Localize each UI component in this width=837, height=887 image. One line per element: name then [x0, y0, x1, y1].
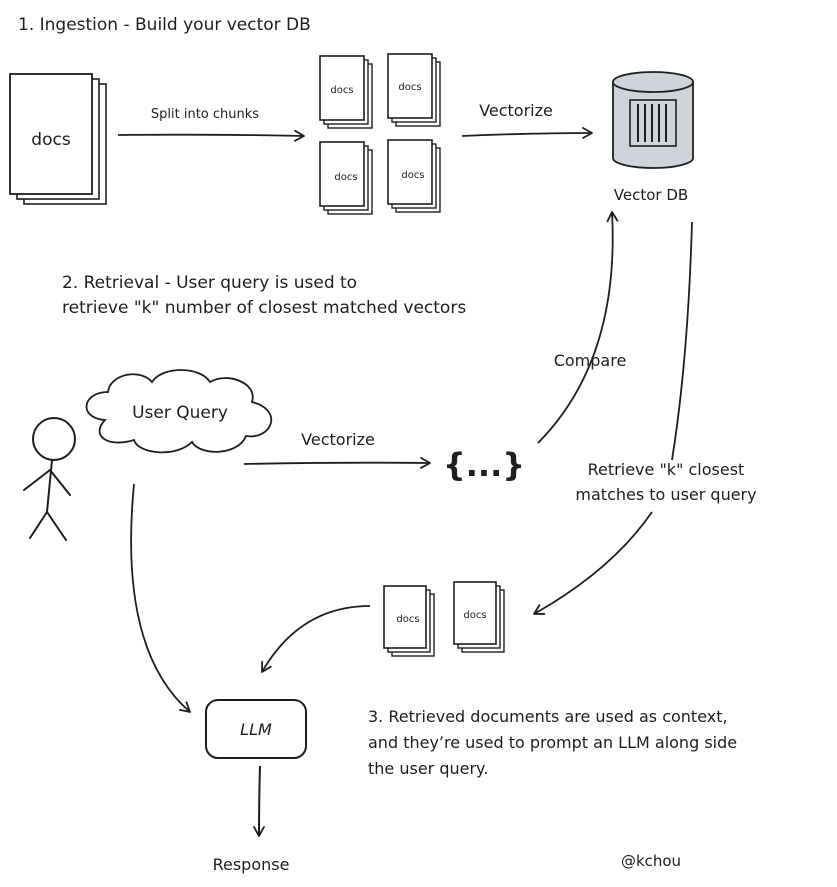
retrieval-title-line1: 2. Retrieval - User query is used to [62, 273, 357, 293]
retrieve-label-line2: matches to user query [575, 485, 756, 504]
retrieved-doc-2: docs [453, 581, 505, 653]
retrieve-arrow-upper [671, 221, 693, 461]
chunk-doc-1: docs [319, 55, 373, 129]
chunk-docs: docs docs docs docs [319, 53, 441, 215]
author-credit: @kchou [621, 852, 681, 870]
query-embedding: {...} [443, 446, 525, 484]
vectorize-arrow-top [461, 127, 593, 139]
llm-box: LLM [205, 699, 307, 759]
user-query-label: User Query [132, 403, 228, 423]
ingestion-title: 1. Ingestion - Build your vector DB [18, 15, 311, 35]
retrieved-docs: docs docs [383, 581, 505, 657]
source-docs: docs [9, 73, 107, 205]
split-arrow [117, 129, 305, 142]
retrieval-title-line2: retrieve "k" number of closest matched v… [62, 298, 466, 318]
llm-to-response-arrow [253, 765, 265, 837]
vector-db-label: Vector DB [614, 186, 688, 204]
stick-figure-icon [23, 417, 76, 541]
docs-to-llm-arrow [261, 605, 371, 673]
compare-arrow [537, 211, 619, 444]
svg-text:docs: docs [330, 85, 353, 96]
response-label: Response [213, 855, 290, 874]
chunk-doc-2: docs [387, 53, 441, 127]
vectorize-arrow-bottom [243, 457, 431, 469]
database-cylinder-icon [612, 71, 694, 169]
generation-text-line1: 3. Retrieved documents are used as conte… [368, 707, 728, 726]
generation-text-line2: and they’re used to prompt an LLM along … [368, 733, 737, 752]
vectorize-label-bottom: Vectorize [301, 430, 375, 449]
svg-text:docs: docs [401, 170, 424, 181]
generation-text-line3: the user query. [368, 759, 488, 778]
user-query-cloud: User Query [85, 369, 273, 454]
compare-label: Compare [554, 351, 627, 370]
split-label: Split into chunks [151, 107, 259, 122]
source-docs-label: docs [31, 130, 71, 150]
query-to-llm-arrow [130, 483, 191, 713]
svg-text:docs: docs [463, 610, 486, 621]
svg-text:docs: docs [398, 82, 421, 93]
retrieve-arrow-lower [533, 511, 653, 615]
svg-text:docs: docs [396, 614, 419, 625]
retrieved-doc-1: docs [383, 585, 435, 657]
vectorize-label-top: Vectorize [479, 101, 553, 120]
svg-text:docs: docs [334, 172, 357, 183]
llm-label: LLM [240, 720, 272, 739]
retrieve-label-line1: Retrieve "k" closest [588, 460, 745, 479]
chunk-doc-4: docs [387, 139, 441, 213]
chunk-doc-3: docs [319, 141, 373, 215]
